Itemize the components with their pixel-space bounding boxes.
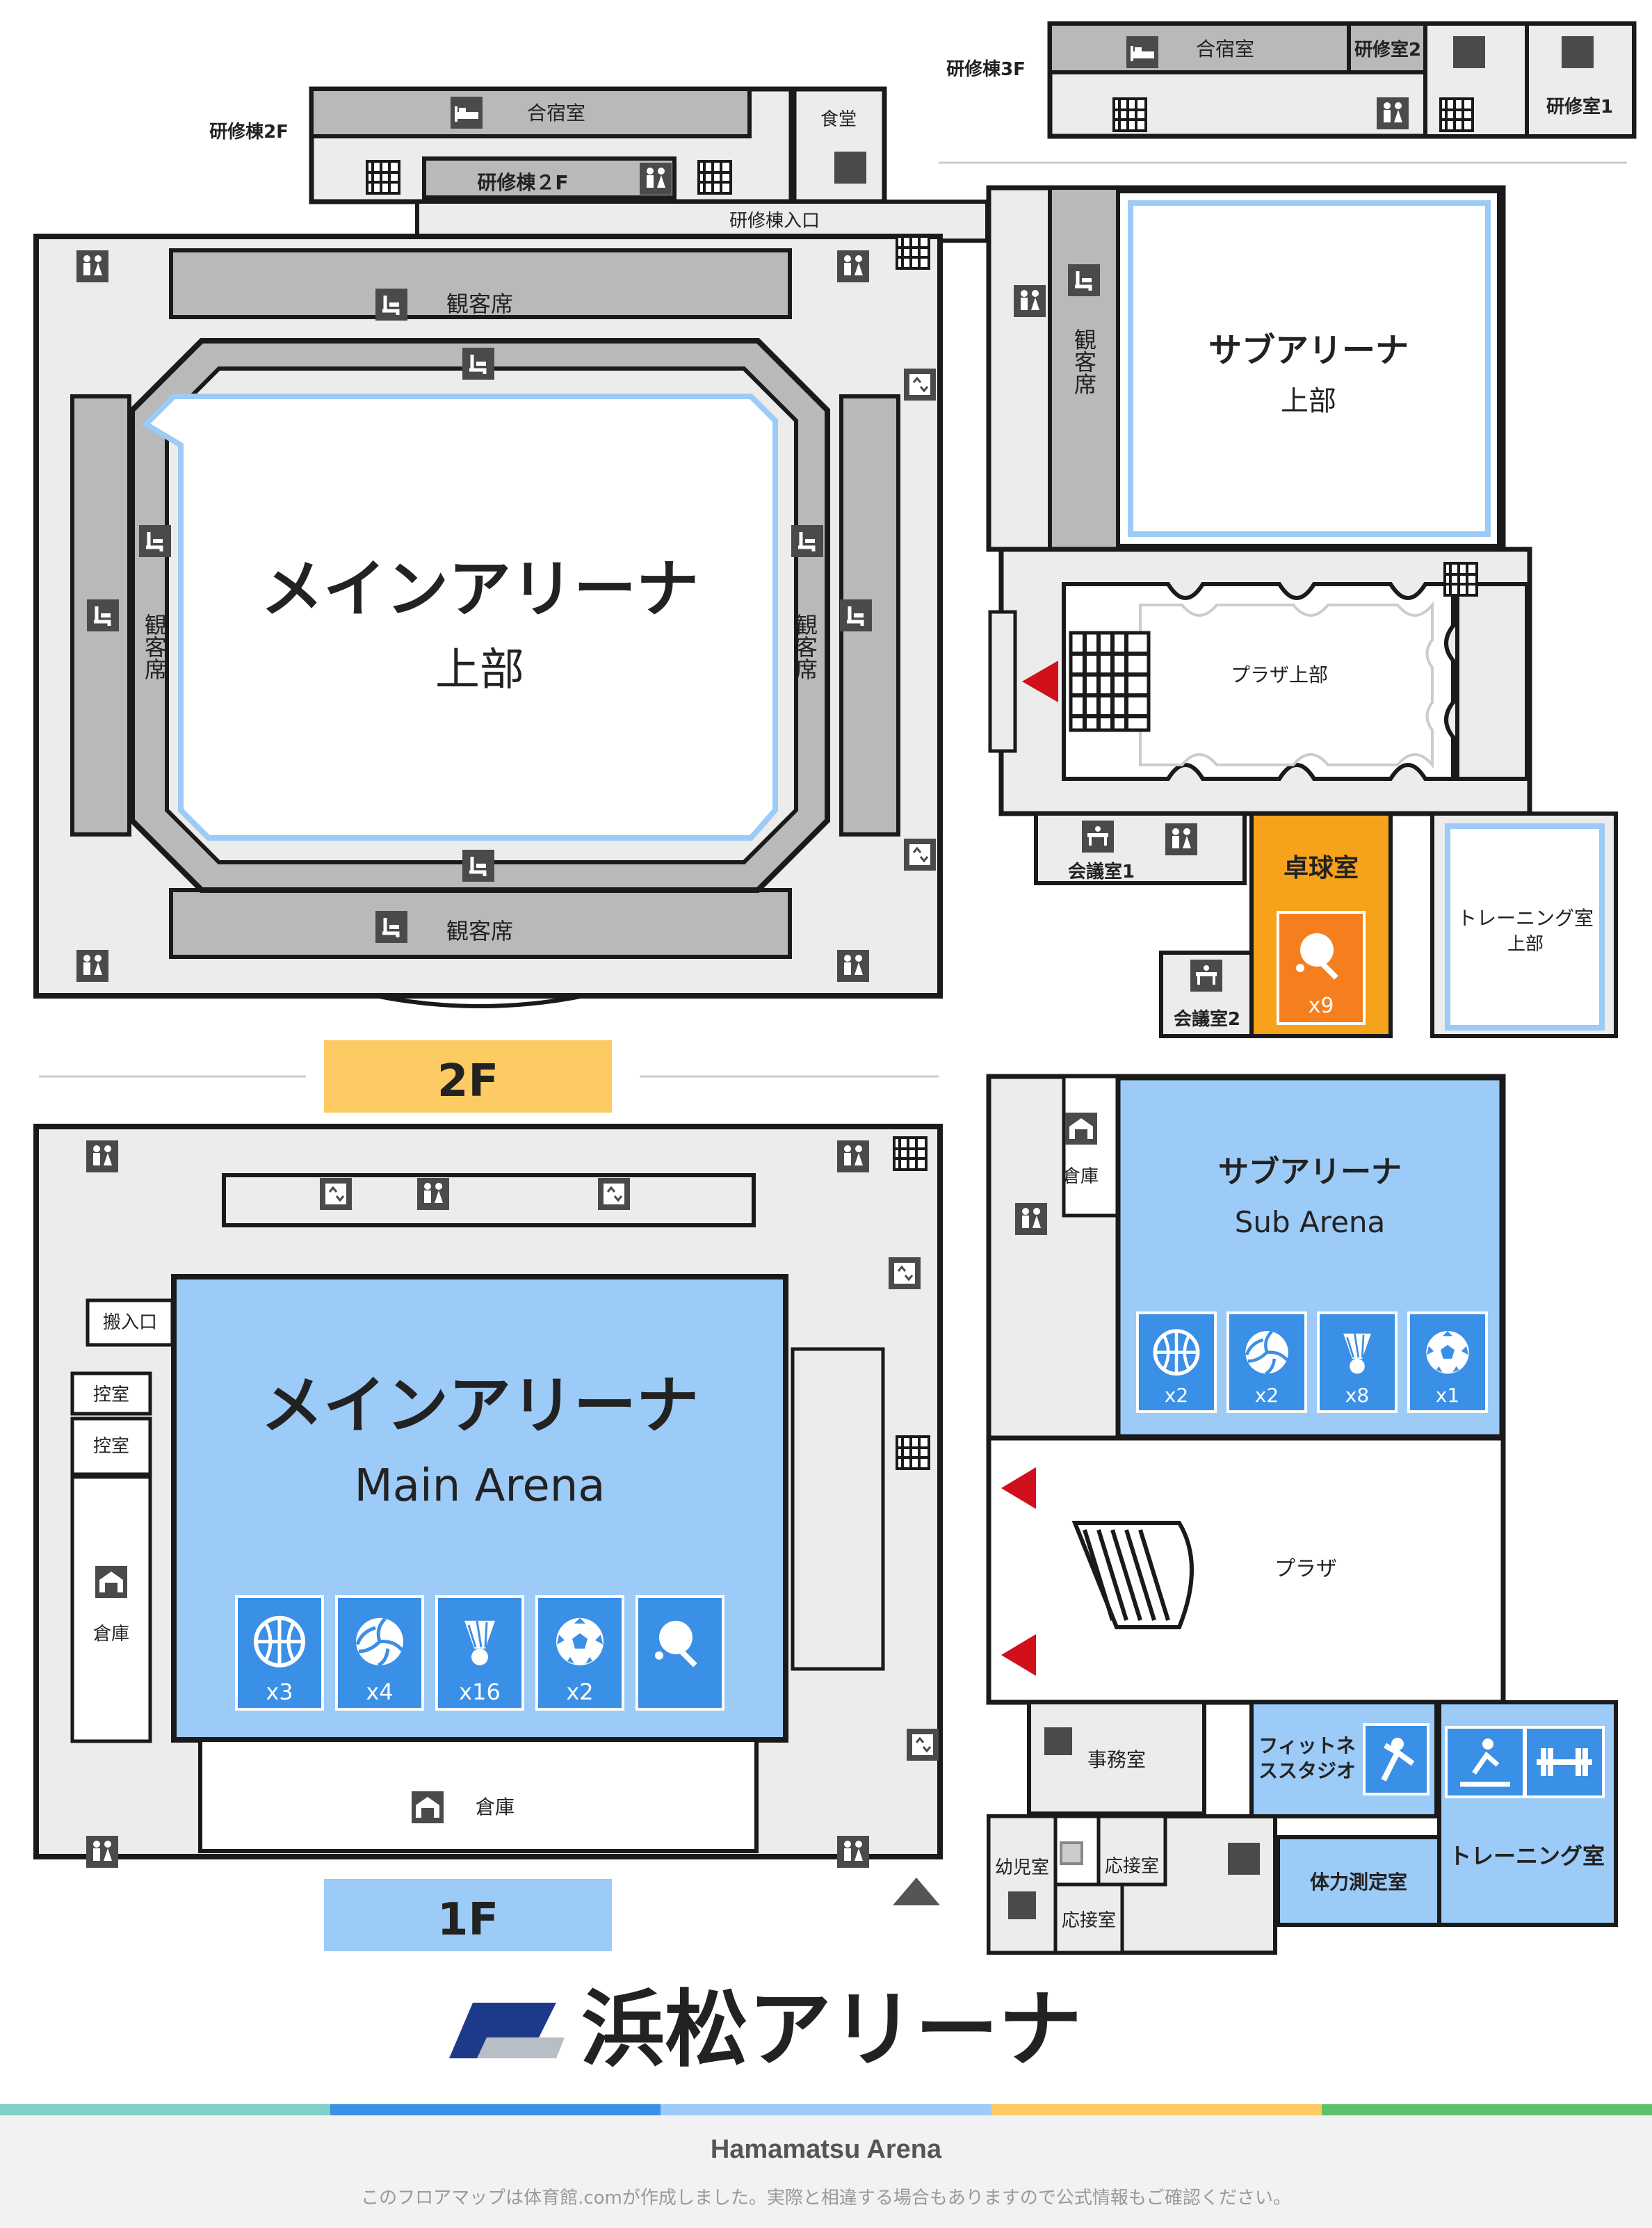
office-label: 事務室: [1087, 1748, 1146, 1771]
waiting2-label: 控室: [93, 1436, 129, 1457]
soccer-tile: x2: [535, 1595, 624, 1711]
waiting1-label: 控室: [93, 1385, 129, 1405]
dorm-2f: 合宿室 食堂 研修棟２F 研修棟2F 研修棟入口: [209, 86, 989, 243]
footer-title: Hamamatsu Arena: [710, 2135, 942, 2164]
training-2f-label: トレーニング室: [1457, 907, 1594, 930]
table-tennis-icon: [1277, 911, 1366, 1025]
nursery-label: 幼児室: [995, 1857, 1049, 1878]
dining-icon: [834, 152, 866, 184]
stand-sub-label: 観客席: [1071, 328, 1097, 395]
floor-map: 合宿室 食堂 研修棟２F 研修棟2F 研修棟入口 合宿室 研修室2 研修室1 研…: [33, 21, 1637, 2078]
brand-logo: 浜松アリーナ: [449, 1982, 1082, 2078]
stand-west-label: 観客席: [141, 613, 168, 680]
meeting2-label: 会議室2: [1174, 1008, 1240, 1030]
basketball-tile: x2: [1136, 1311, 1217, 1413]
footer: [0, 2104, 1652, 2228]
east-wing-1f: 倉庫 サブアリーナ Sub Arena x2 x2 x8 x1 プラザ 事務室 フィッ…: [986, 1074, 1618, 1955]
basketball-icon: [1155, 1331, 1197, 1373]
footer-stripe: [0, 2104, 1652, 2115]
reception2-label: 応接室: [1062, 1910, 1116, 1931]
storage-bottom-label: 倉庫: [476, 1795, 515, 1818]
meeting1-label: 会議室1: [1068, 861, 1135, 882]
footer-note: このフロアマップは体育館.comが作成しました。実際と相違する場合もありますので…: [361, 2188, 1291, 2209]
volleyball-count: x2: [1255, 1384, 1279, 1407]
fitness-test-room: [1276, 1835, 1441, 1927]
main-arena-1f-sub: Main Arena: [355, 1460, 606, 1512]
soccer-count: x2: [566, 1679, 593, 1705]
badminton-tile: x8: [1317, 1311, 1398, 1413]
volleyball-tile: x2: [1226, 1311, 1307, 1413]
main-arena-1f: メインアリーナ Main Arena x3 x4 x16 x2 倉庫 搬入口 控室 控…: [33, 1124, 943, 1905]
table-tennis-label: 卓球室: [1283, 854, 1359, 882]
floor-2f-label: 2F: [437, 1056, 499, 1107]
soccer-count: x1: [1436, 1384, 1459, 1407]
soccer-tile: x1: [1407, 1311, 1488, 1413]
dorm2-room-label: 合宿室: [527, 102, 585, 124]
east-wing-2f: サブアリーナ 上部 観客席 プラザ上部 会議室1 会議室2 卓球室 x9 トレー…: [986, 185, 1618, 1038]
first-aid-icon: [1228, 1843, 1260, 1875]
badminton-tile: x16: [435, 1595, 524, 1711]
fitness-label-1: フィットネ: [1258, 1734, 1355, 1757]
dorm2-floor-label: 研修棟2F: [209, 121, 289, 143]
seminar2-label: 研修室2: [1354, 39, 1421, 60]
sub-arena-1f-sub: Sub Arena: [1235, 1205, 1386, 1239]
sub-arena-2f-sub: 上部: [1281, 385, 1336, 417]
basketball-icon: [256, 1618, 303, 1665]
dining-label: 食堂: [820, 109, 857, 130]
volleyball-icon: [1245, 1331, 1288, 1373]
main-arena-2f-sub: 上部: [435, 645, 524, 696]
soccer-icon: [1426, 1331, 1469, 1374]
badminton-count: x8: [1345, 1384, 1369, 1407]
seminar1-label: 研修室1: [1546, 96, 1613, 118]
soccer-icon: [556, 1617, 604, 1665]
fitness-label-2: ススタジオ: [1258, 1759, 1356, 1782]
brand-name: 浜松アリーナ: [581, 1982, 1082, 2078]
table-tennis-tile: [635, 1595, 724, 1711]
fitness-test-label: 体力測定室: [1310, 1871, 1407, 1894]
dorm3-floor-label: 研修棟3F: [946, 58, 1026, 80]
basketball-count: x3: [266, 1679, 293, 1705]
main-arena-2f: メインアリーナ 上部 観客席 観客席 観客席 観客席: [33, 234, 943, 1008]
plaza-2f-label: プラザ上部: [1231, 663, 1328, 686]
storage-sub-label: 倉庫: [1062, 1166, 1099, 1187]
sub-arena-2f-title: サブアリーナ: [1208, 331, 1409, 370]
stand-south-label: 観客席: [446, 918, 513, 944]
badminton-count: x16: [459, 1679, 501, 1705]
volleyball-tile: x4: [335, 1595, 424, 1711]
main-sports-icons: x3 x4 x16 x2: [235, 1595, 724, 1711]
main-arena-1f-title: メインアリーナ: [261, 1369, 699, 1442]
sub-arena-1f-title: サブアリーナ: [1218, 1154, 1402, 1190]
lecture-icon: [1562, 36, 1594, 68]
dorm-3f: 合宿室 研修室2 研修室1 研修棟3F: [939, 21, 1637, 164]
stand-north-label: 観客席: [446, 291, 513, 317]
main-arena-2f-title: メインアリーナ: [261, 553, 699, 626]
plaza-1f-label: プラザ: [1274, 1557, 1337, 1581]
storage-left-label: 倉庫: [93, 1624, 129, 1645]
loading-label: 搬入口: [103, 1312, 157, 1333]
stand-east-label: 観客席: [792, 613, 818, 680]
dorm3-room-label: 合宿室: [1196, 38, 1254, 60]
volleyball-count: x4: [366, 1679, 393, 1705]
floor-1f-label: 1F: [437, 1894, 499, 1946]
basketball-count: x2: [1165, 1384, 1188, 1407]
floor-badge-1f: [324, 1879, 612, 1951]
seminar-icon: [1453, 36, 1485, 68]
volleyball-icon: [356, 1618, 403, 1665]
training-2f-sub: 上部: [1507, 934, 1544, 955]
basketball-tile: x3: [235, 1595, 324, 1711]
training-1f-label: トレーニング室: [1449, 1843, 1605, 1869]
floor-badge-2f: [324, 1040, 612, 1113]
reception1-label: 応接室: [1105, 1856, 1159, 1877]
dorm-entrance-label: 研修棟入口: [729, 211, 820, 232]
table-tennis-count: x9: [1309, 994, 1334, 1018]
dorm2-wing-label: 研修棟２F: [477, 171, 568, 194]
sub-sports-icons: x2 x2 x8 x1: [1136, 1311, 1488, 1413]
